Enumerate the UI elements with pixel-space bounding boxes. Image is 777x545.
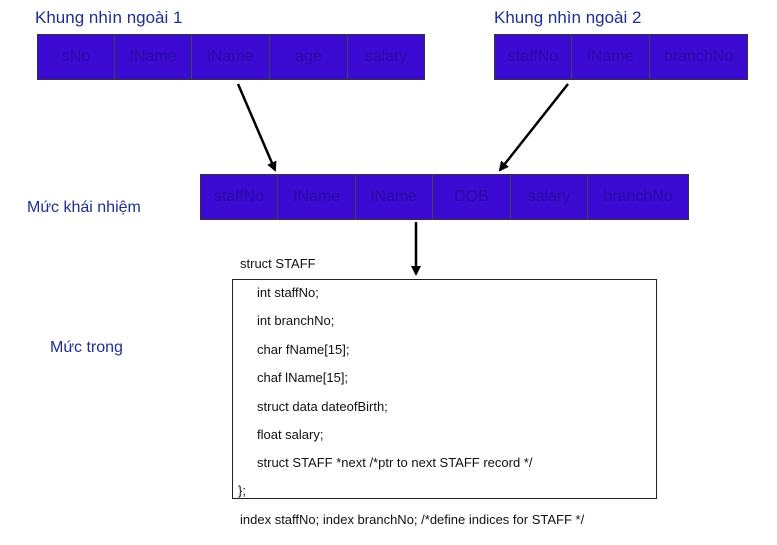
conceptual-field: branchNo xyxy=(588,175,688,219)
ext1-field: salary xyxy=(348,35,424,79)
conceptual-field: staffNo xyxy=(201,175,278,219)
index-definition: index staffNo; index branchNo; /*define … xyxy=(240,512,585,527)
struct-line: int branchNo; xyxy=(257,313,335,328)
struct-line: struct data dateofBirth; xyxy=(257,399,388,414)
struct-closing: }; xyxy=(238,483,246,498)
conceptual-field: salary xyxy=(511,175,588,219)
conceptual-field: lName xyxy=(356,175,433,219)
external-view-1-title: Khung nhìn ngoài 1 xyxy=(35,8,183,27)
ext2-field: lName xyxy=(572,35,650,79)
internal-level-title: Mức trong xyxy=(50,339,123,356)
conceptual-level-fields: staffNo fName lName DOB salary branchNo xyxy=(200,174,689,220)
struct-line: struct STAFF *next /*ptr to next STAFF r… xyxy=(257,455,533,470)
conceptual-field: fName xyxy=(278,175,356,219)
arrow-ext1-to-conceptual xyxy=(236,83,277,172)
struct-line: int staffNo; xyxy=(257,285,319,300)
struct-line: float salary; xyxy=(257,427,324,442)
ext1-field: age xyxy=(270,35,348,79)
external-view-2-fields: staffNo lName branchNo xyxy=(494,34,748,80)
conceptual-level-title: Mức khái nhiệm xyxy=(27,199,141,216)
ext1-field: lName xyxy=(192,35,270,79)
conceptual-field: DOB xyxy=(433,175,511,219)
struct-header: struct STAFF xyxy=(240,256,316,271)
external-view-2-title: Khung nhìn ngoài 2 xyxy=(494,8,642,27)
ext1-field: sNo xyxy=(38,35,115,79)
struct-definition-box xyxy=(232,279,657,499)
arrow-ext2-to-conceptual xyxy=(498,83,569,172)
struct-line: char fName[15]; xyxy=(257,342,350,357)
struct-line: chaf lName[15]; xyxy=(257,370,349,385)
ext2-field: branchNo xyxy=(650,35,747,79)
external-view-1-fields: sNo fName lName age salary xyxy=(37,34,425,80)
ext1-field: fName xyxy=(115,35,192,79)
ext2-field: staffNo xyxy=(495,35,572,79)
